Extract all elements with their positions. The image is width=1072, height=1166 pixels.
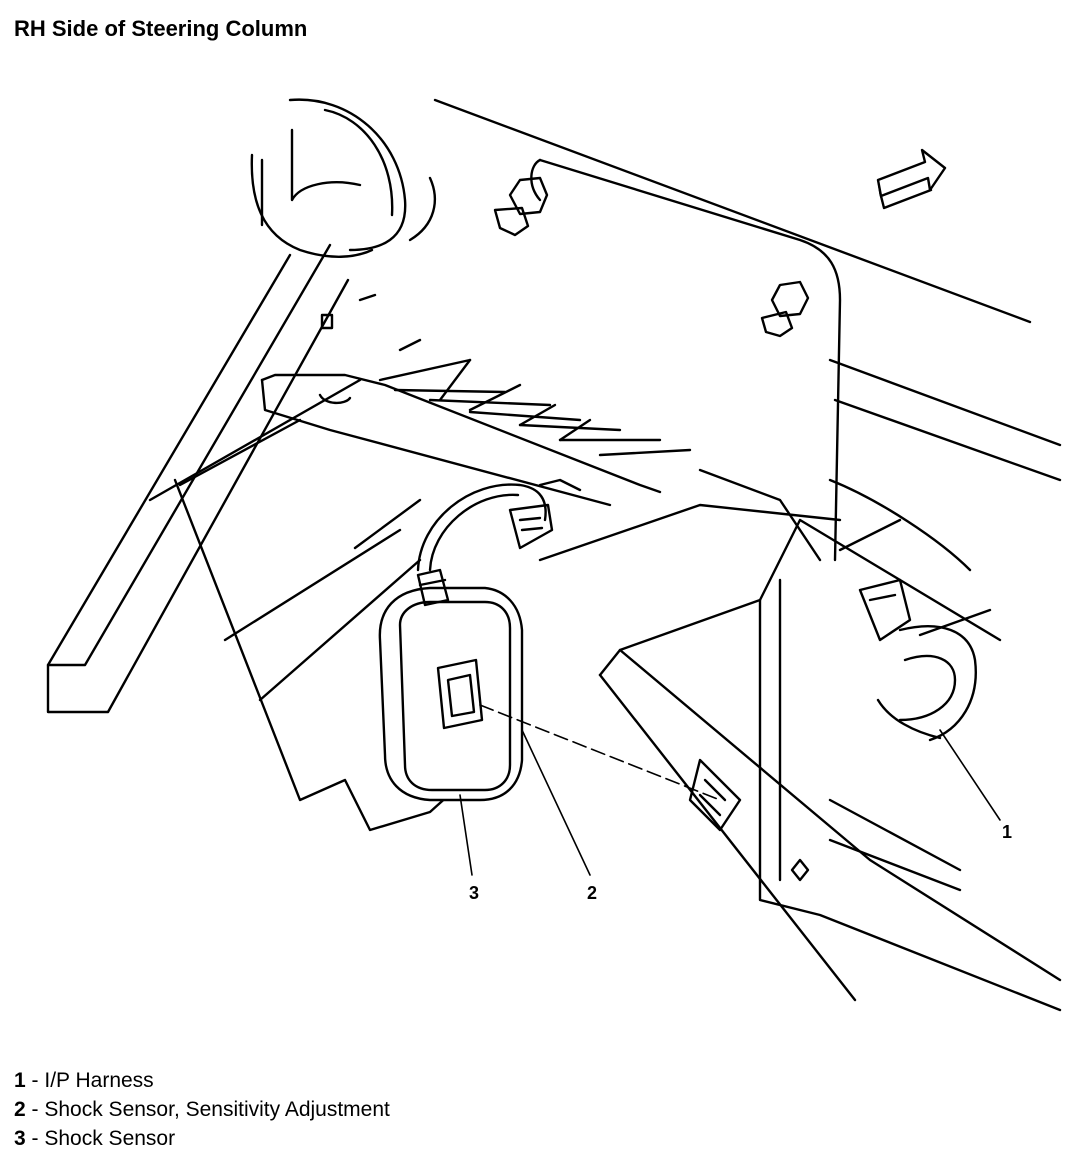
mounting-bolt-left <box>493 176 549 237</box>
mounting-bolt-right <box>760 280 810 338</box>
leader-lines <box>459 704 1001 876</box>
right-lower-panel <box>538 468 1062 1012</box>
legend-label: Shock Sensor <box>44 1127 176 1150</box>
callout-2: 2 <box>587 883 598 903</box>
diagram-title: RH Side of Steering Column <box>14 16 308 41</box>
legend-item: 1 - I/P Harness <box>14 1066 390 1095</box>
legend-number: 3 <box>14 1127 26 1150</box>
shock-sensor-module <box>378 568 524 802</box>
callout-1: 1 <box>1002 822 1013 842</box>
column-brace <box>260 338 692 507</box>
legend-separator: - <box>25 1069 45 1092</box>
dash-upper-contours <box>433 98 1062 562</box>
legend-number: 1 <box>14 1069 26 1092</box>
legend-item: 2 - Shock Sensor, Sensitivity Adjustment <box>14 1095 390 1124</box>
legend-separator: - <box>25 1127 45 1150</box>
legend-label: I/P Harness <box>44 1069 154 1092</box>
parts-legend: 1 - I/P Harness 2 - Shock Sensor, Sensit… <box>14 1066 390 1153</box>
legend-item: 3 - Shock Sensor <box>14 1124 390 1153</box>
steering-column-tube <box>250 98 437 258</box>
legend-separator: - <box>25 1098 45 1121</box>
legend-number: 2 <box>14 1098 26 1121</box>
callout-3: 3 <box>469 883 480 903</box>
sensor-wiring <box>416 478 582 572</box>
forward-arrow-icon <box>876 148 947 210</box>
legend-label: Shock Sensor, Sensitivity Adjustment <box>44 1098 390 1121</box>
ip-harness <box>858 578 992 742</box>
left-bracket-panel <box>46 243 462 832</box>
